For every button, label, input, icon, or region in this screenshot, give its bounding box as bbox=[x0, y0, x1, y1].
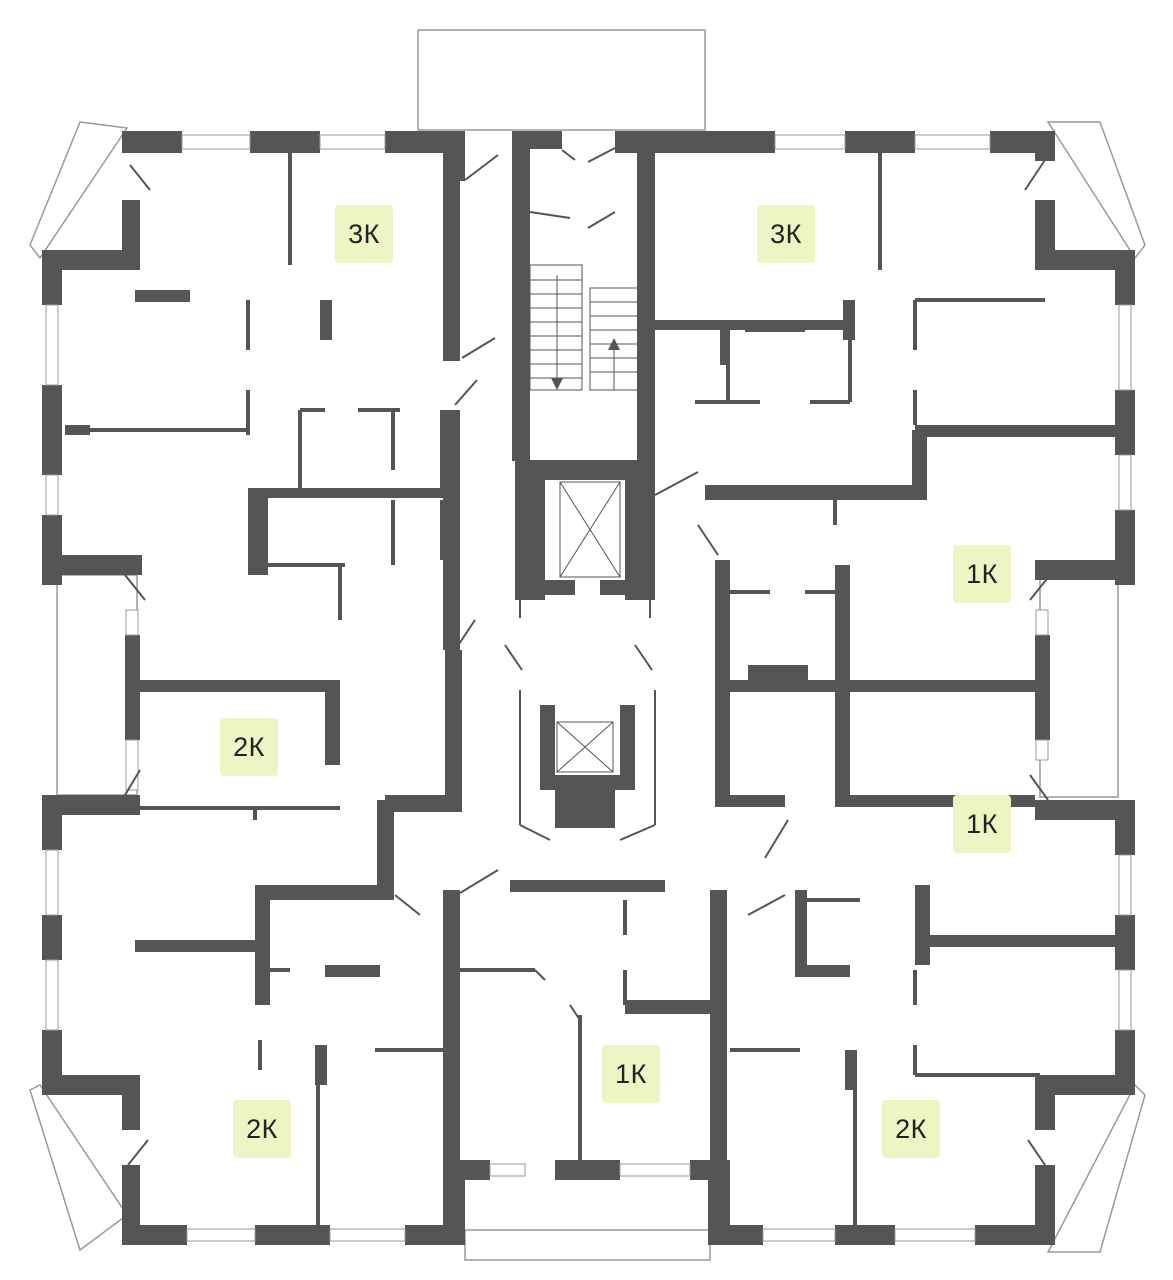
thin-partitions bbox=[65, 153, 1045, 1225]
stairs bbox=[529, 264, 641, 391]
top-balcony bbox=[417, 29, 706, 131]
bay-window-sw bbox=[29, 1084, 129, 1252]
loggia-east bbox=[1039, 576, 1119, 798]
unit-label: 1К bbox=[615, 1058, 647, 1089]
doors bbox=[124, 147, 1051, 1166]
unit-badge-w-middle[interactable]: 2К bbox=[220, 718, 278, 776]
windows bbox=[45, 134, 1132, 1242]
unit-label: 1К bbox=[966, 808, 998, 839]
unit-label: 2К bbox=[895, 1113, 927, 1144]
interior-walls bbox=[65, 131, 1120, 1180]
bottom-balcony bbox=[464, 1229, 711, 1261]
unit-badge-e-lower[interactable]: 1К bbox=[953, 795, 1011, 853]
bay-window-ne bbox=[1046, 121, 1146, 260]
unit-label: 2К bbox=[246, 1113, 278, 1144]
elevators bbox=[556, 481, 621, 773]
unit-badge-se[interactable]: 2К bbox=[882, 1100, 940, 1158]
bay-window-nw bbox=[29, 121, 129, 260]
unit-badge-s-center[interactable]: 1К bbox=[602, 1045, 660, 1103]
unit-badge-nw[interactable]: 3К bbox=[335, 205, 393, 263]
unit-badge-sw[interactable]: 2К bbox=[233, 1100, 291, 1158]
unit-badge-e-upper[interactable]: 1К bbox=[953, 545, 1011, 603]
unit-label: 3К bbox=[348, 218, 380, 249]
unit-label: 3К bbox=[770, 218, 802, 249]
unit-badge-ne[interactable]: 3К bbox=[757, 205, 815, 263]
unit-label: 1К bbox=[966, 558, 998, 589]
unit-label: 2К bbox=[233, 731, 265, 762]
bay-window-se bbox=[1046, 1083, 1146, 1253]
